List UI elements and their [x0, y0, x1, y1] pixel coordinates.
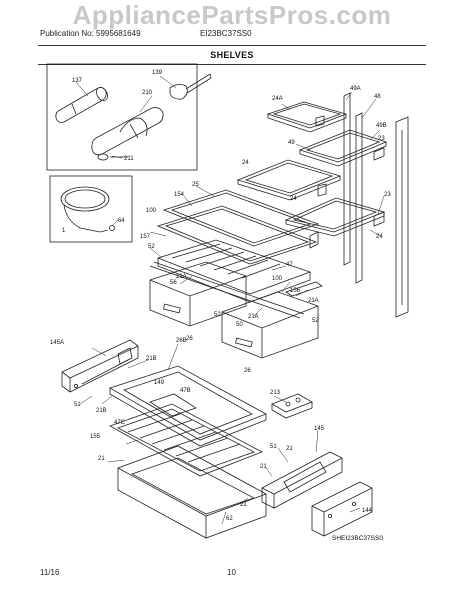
callout-23a: 23: [378, 136, 385, 142]
callout-47B: 47B: [180, 388, 191, 394]
callout-21Ac: 21A: [248, 314, 259, 320]
section-title: SHELVES: [210, 50, 254, 60]
inset-box-accessories: [46, 63, 212, 171]
callout-50: 50: [236, 322, 243, 328]
callout-139: 139: [152, 70, 163, 76]
callout-21b: 21: [286, 446, 293, 452]
callout-25: 25: [192, 182, 199, 188]
publication-number: Publication No: 5995681649: [40, 29, 141, 38]
callout-49B: 49B: [376, 123, 387, 129]
callout-47C: 47C: [114, 420, 126, 426]
diagram-code: SHEI23BC37SS0: [332, 535, 383, 542]
callout-48: 48: [374, 94, 381, 100]
title-rule: [38, 64, 426, 65]
callout-24c: 24: [376, 234, 383, 240]
callout-156: 156: [290, 288, 301, 294]
callout-24A: 24A: [272, 96, 283, 102]
callout-21d: 21: [240, 502, 247, 508]
leader-lines: [75, 75, 385, 525]
callout-149: 149: [154, 380, 165, 386]
callout-210: 210: [142, 90, 153, 96]
callout-145: 145: [314, 426, 325, 432]
callout-24b: 24: [290, 196, 297, 202]
callout-52a: 52: [148, 244, 155, 250]
callout-56: 56: [170, 280, 177, 286]
callout-23b: 23: [384, 192, 391, 198]
callout-21Ab: 21A: [308, 298, 319, 304]
callout-26b: 26: [244, 368, 251, 374]
callout-62: 62: [226, 516, 233, 522]
callout-51b: 51: [270, 444, 277, 450]
callout-21a: 21: [98, 456, 105, 462]
callout-52b: 52: [214, 312, 221, 318]
footer-date: 11/16: [40, 568, 60, 577]
callout-64: 64: [118, 218, 125, 224]
callout-154: 154: [174, 192, 185, 198]
callout-155: 155: [90, 434, 101, 440]
bracket-213: [271, 393, 313, 419]
callout-21Bb: 21B: [96, 408, 107, 414]
callout-47: 47: [286, 262, 293, 268]
callout-100a: 100: [146, 208, 157, 214]
callout-157: 157: [140, 234, 151, 240]
callout-21c: 21: [260, 464, 267, 470]
callout-100b: 100: [272, 276, 283, 282]
callout-26B: 26B: [176, 338, 187, 344]
callout-52c: 52: [312, 318, 319, 324]
inset-box-tubing: [49, 175, 133, 243]
side-panel-145: [261, 451, 373, 537]
callout-49A: 49A: [350, 86, 361, 92]
callout-51a: 51: [74, 402, 81, 408]
callout-144: 144: [362, 508, 373, 514]
callout-145A: 145A: [50, 340, 64, 346]
model-number: EI23BC37SS0: [200, 29, 252, 38]
callout-49: 49: [288, 140, 295, 146]
page-number: 10: [227, 568, 236, 577]
freezer-drawer-assembly: [109, 365, 267, 539]
callout-24a: 24: [242, 160, 249, 166]
side-panel-145A: [61, 339, 139, 393]
callout-211: 211: [124, 156, 134, 162]
watermark: AppliancePartsPros.com: [72, 0, 392, 30]
callout-26a: 26: [186, 336, 193, 342]
header-rule: [38, 45, 426, 46]
crisper-cover-assembly: [149, 189, 323, 359]
callout-1: 1: [62, 228, 66, 234]
callout-213: 213: [270, 390, 281, 396]
callout-21Ba: 21B: [146, 356, 157, 362]
callout-21Aa: 21A: [176, 274, 187, 280]
callout-137: 137: [72, 78, 83, 84]
